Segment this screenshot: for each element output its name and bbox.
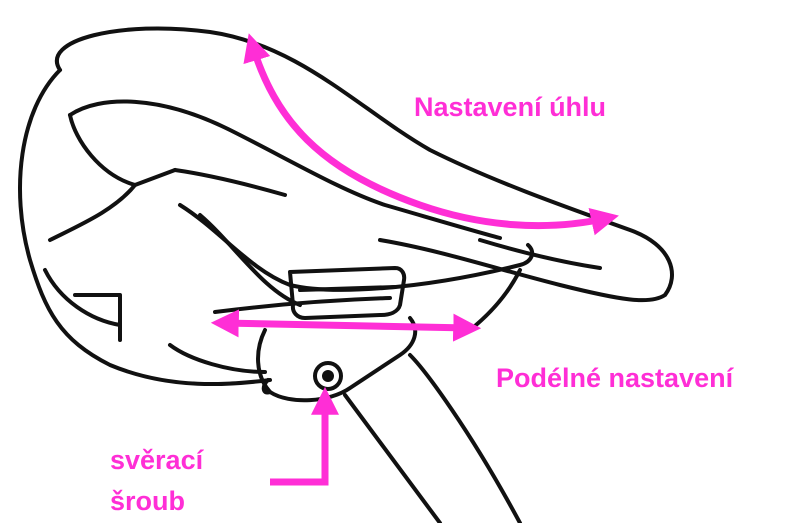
clamp-screw-label-line2: šroub (110, 488, 185, 515)
longitudinal-adjustment-arrow (222, 323, 470, 328)
longitudinal-adjustment-label: Podélné nastavení (496, 365, 733, 392)
angle-adjustment-label: Nastavení úhlu (414, 94, 606, 121)
angle-adjustment-arrow (252, 44, 608, 226)
clamp-screw-icon (315, 363, 341, 389)
seatpost (345, 395, 440, 523)
clamp-top-block (290, 268, 404, 318)
clamp-screw-pointer-arrow (270, 398, 325, 482)
saddle-outline (20, 28, 672, 384)
clamp-screw-label-line1: svěrací (110, 447, 203, 474)
saddle-top-surface (57, 28, 672, 300)
saddle-rear-body (20, 70, 270, 384)
